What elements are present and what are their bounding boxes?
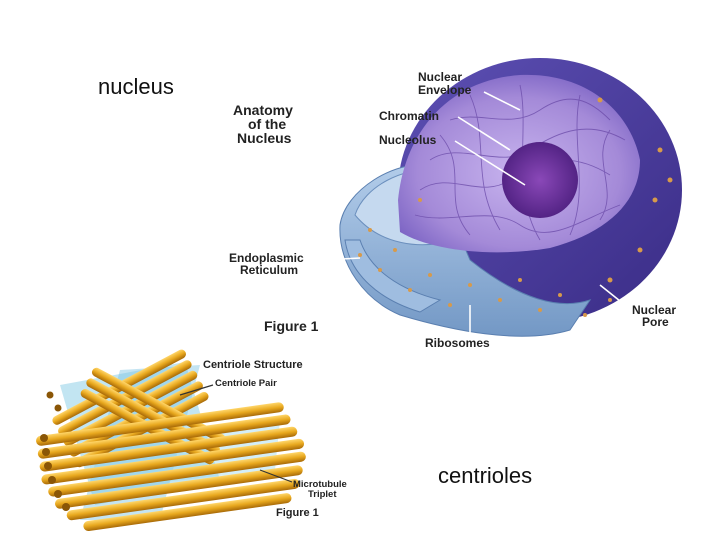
label-microtubule-triplet-line1: Microtubule [293, 479, 347, 490]
label-centriole-pair: Centriole Pair [215, 378, 277, 389]
nucleus-pointer-lines [323, 91, 626, 335]
centriole-figure-caption: Figure 1 [276, 507, 319, 519]
label-nuclear-pore-line1: Nuclear [632, 303, 677, 317]
label-nuclear-envelope-line2: Envelope [418, 83, 472, 97]
er-layer-3 [344, 239, 442, 313]
nucleus-figure-title-line1: Anatomy [233, 102, 293, 118]
nucleus-illustration [323, 58, 682, 337]
label-nucleolus: Nucleolus [379, 133, 437, 147]
label-nuclear-pore-line2: Pore [642, 315, 669, 329]
centriole-figure-title: Centriole Structure [203, 359, 303, 371]
centrioles-caption: centrioles [438, 463, 533, 488]
label-er-line2: Reticulum [240, 263, 299, 277]
label-microtubule-triplet-line2: Triplet [308, 489, 337, 500]
nucleus-figure-caption: Figure 1 [264, 318, 319, 334]
label-er-line1: Endoplasmic [229, 251, 304, 265]
label-chromatin: Chromatin [379, 109, 439, 123]
microtubule-cylinders [36, 349, 306, 532]
centriole-illustration [36, 349, 306, 532]
tube-ends [40, 391, 70, 511]
nucleus-caption: nucleus [98, 74, 174, 99]
chromatin-network [414, 84, 626, 241]
label-nuclear-envelope-line1: Nuclear [418, 70, 463, 84]
label-ribosomes: Ribosomes [425, 336, 490, 350]
nucleolus-shape [502, 142, 578, 218]
nucleus-figure-title-line2: of the [248, 116, 287, 132]
nucleus-figure-title-line3: Nucleus [237, 130, 292, 146]
centriole-pointer-lines [179, 384, 293, 483]
ribosome-dots [358, 97, 673, 317]
